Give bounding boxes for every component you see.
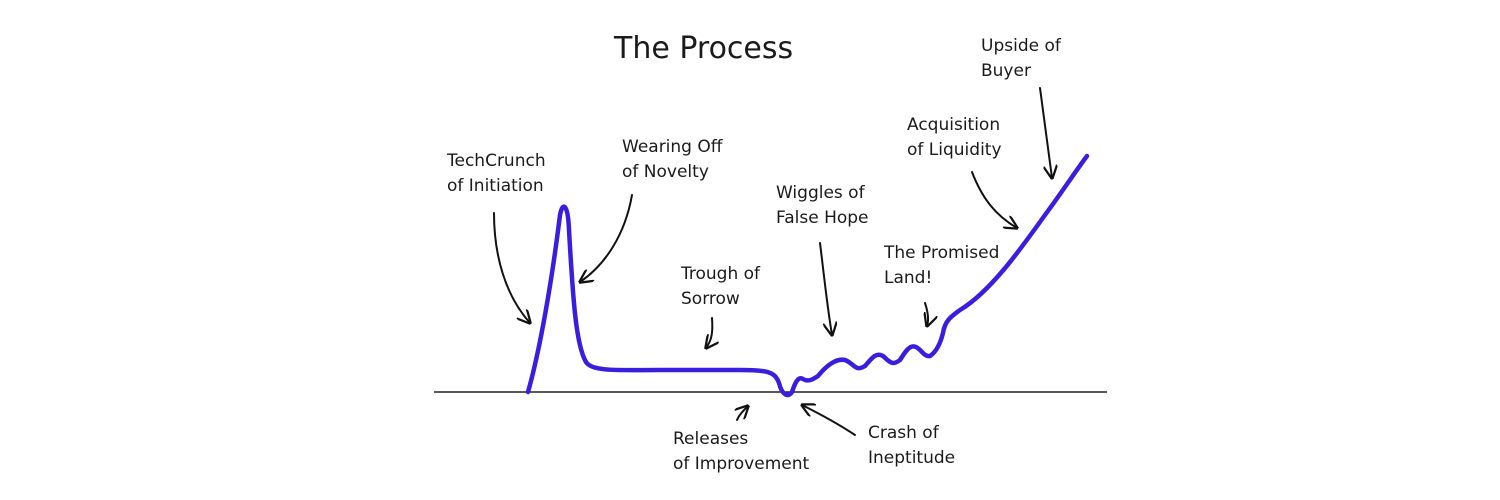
label-upside-of-buyer: Upside of Buyer: [981, 36, 1066, 81]
arrow-acquisition: [971, 171, 1017, 228]
label-crash-of-ineptitude: Crash of Ineptitude: [868, 423, 955, 468]
label-techcrunch-of-initiation: TechCrunch of Initiation: [446, 151, 551, 196]
label-acquisition-of-liquidity: Acquisition of Liquidity: [907, 115, 1006, 160]
diagram-title: The Process: [613, 31, 793, 66]
arrow-promised-land: [925, 302, 928, 326]
arrow-techcrunch: [493, 212, 530, 323]
arrow-crash: [802, 405, 856, 436]
arrow-trough: [706, 317, 712, 348]
label-wearing-off-of-novelty: Wearing Off of Novelty: [622, 137, 728, 182]
label-the-promised-land: The Promised Land!: [883, 243, 1005, 288]
arrow-upside: [1039, 87, 1052, 178]
label-trough-of-sorrow: Trough of Sorrow: [680, 264, 765, 309]
arrow-releases: [737, 406, 748, 421]
label-releases-of-improvement: Releases of Improvement: [673, 429, 809, 474]
label-wiggles-of-false-hope: Wiggles of False Hope: [776, 183, 870, 228]
arrow-wiggles: [819, 242, 832, 335]
arrow-wearing-off: [580, 194, 633, 282]
process-curve: [525, 153, 1090, 398]
